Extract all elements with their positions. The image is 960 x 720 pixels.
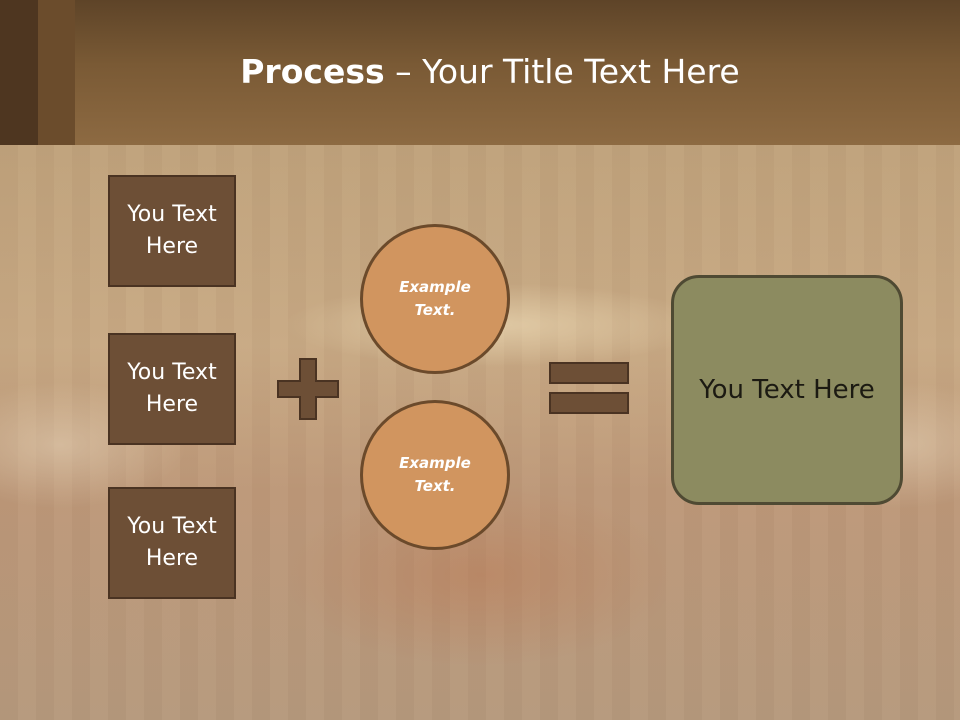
input-box-2[interactable]: You Text Here xyxy=(108,333,236,445)
slide-title: Process – Your Title Text Here xyxy=(75,52,905,91)
title-bar: Process – Your Title Text Here xyxy=(0,0,960,145)
header-accent-dark xyxy=(0,0,38,145)
header-accent-light xyxy=(38,0,75,145)
result-box[interactable]: You Text Here xyxy=(671,275,903,505)
plus-icon xyxy=(277,358,339,420)
example-circle-2-label: Example Text. xyxy=(399,454,471,495)
title-bold: Process xyxy=(240,52,385,91)
equals-icon xyxy=(549,362,629,414)
input-box-3-label: You Text Here xyxy=(127,514,217,571)
input-box-2-label: You Text Here xyxy=(127,360,217,417)
example-circle-2[interactable]: Example Text. xyxy=(360,400,510,550)
title-rest: – Your Title Text Here xyxy=(384,52,740,91)
example-circle-1[interactable]: Example Text. xyxy=(360,224,510,374)
input-box-3[interactable]: You Text Here xyxy=(108,487,236,599)
example-circle-1-label: Example Text. xyxy=(399,278,471,319)
result-box-label: You Text Here xyxy=(699,375,875,405)
input-box-1-label: You Text Here xyxy=(127,202,217,259)
input-box-1[interactable]: You Text Here xyxy=(108,175,236,287)
